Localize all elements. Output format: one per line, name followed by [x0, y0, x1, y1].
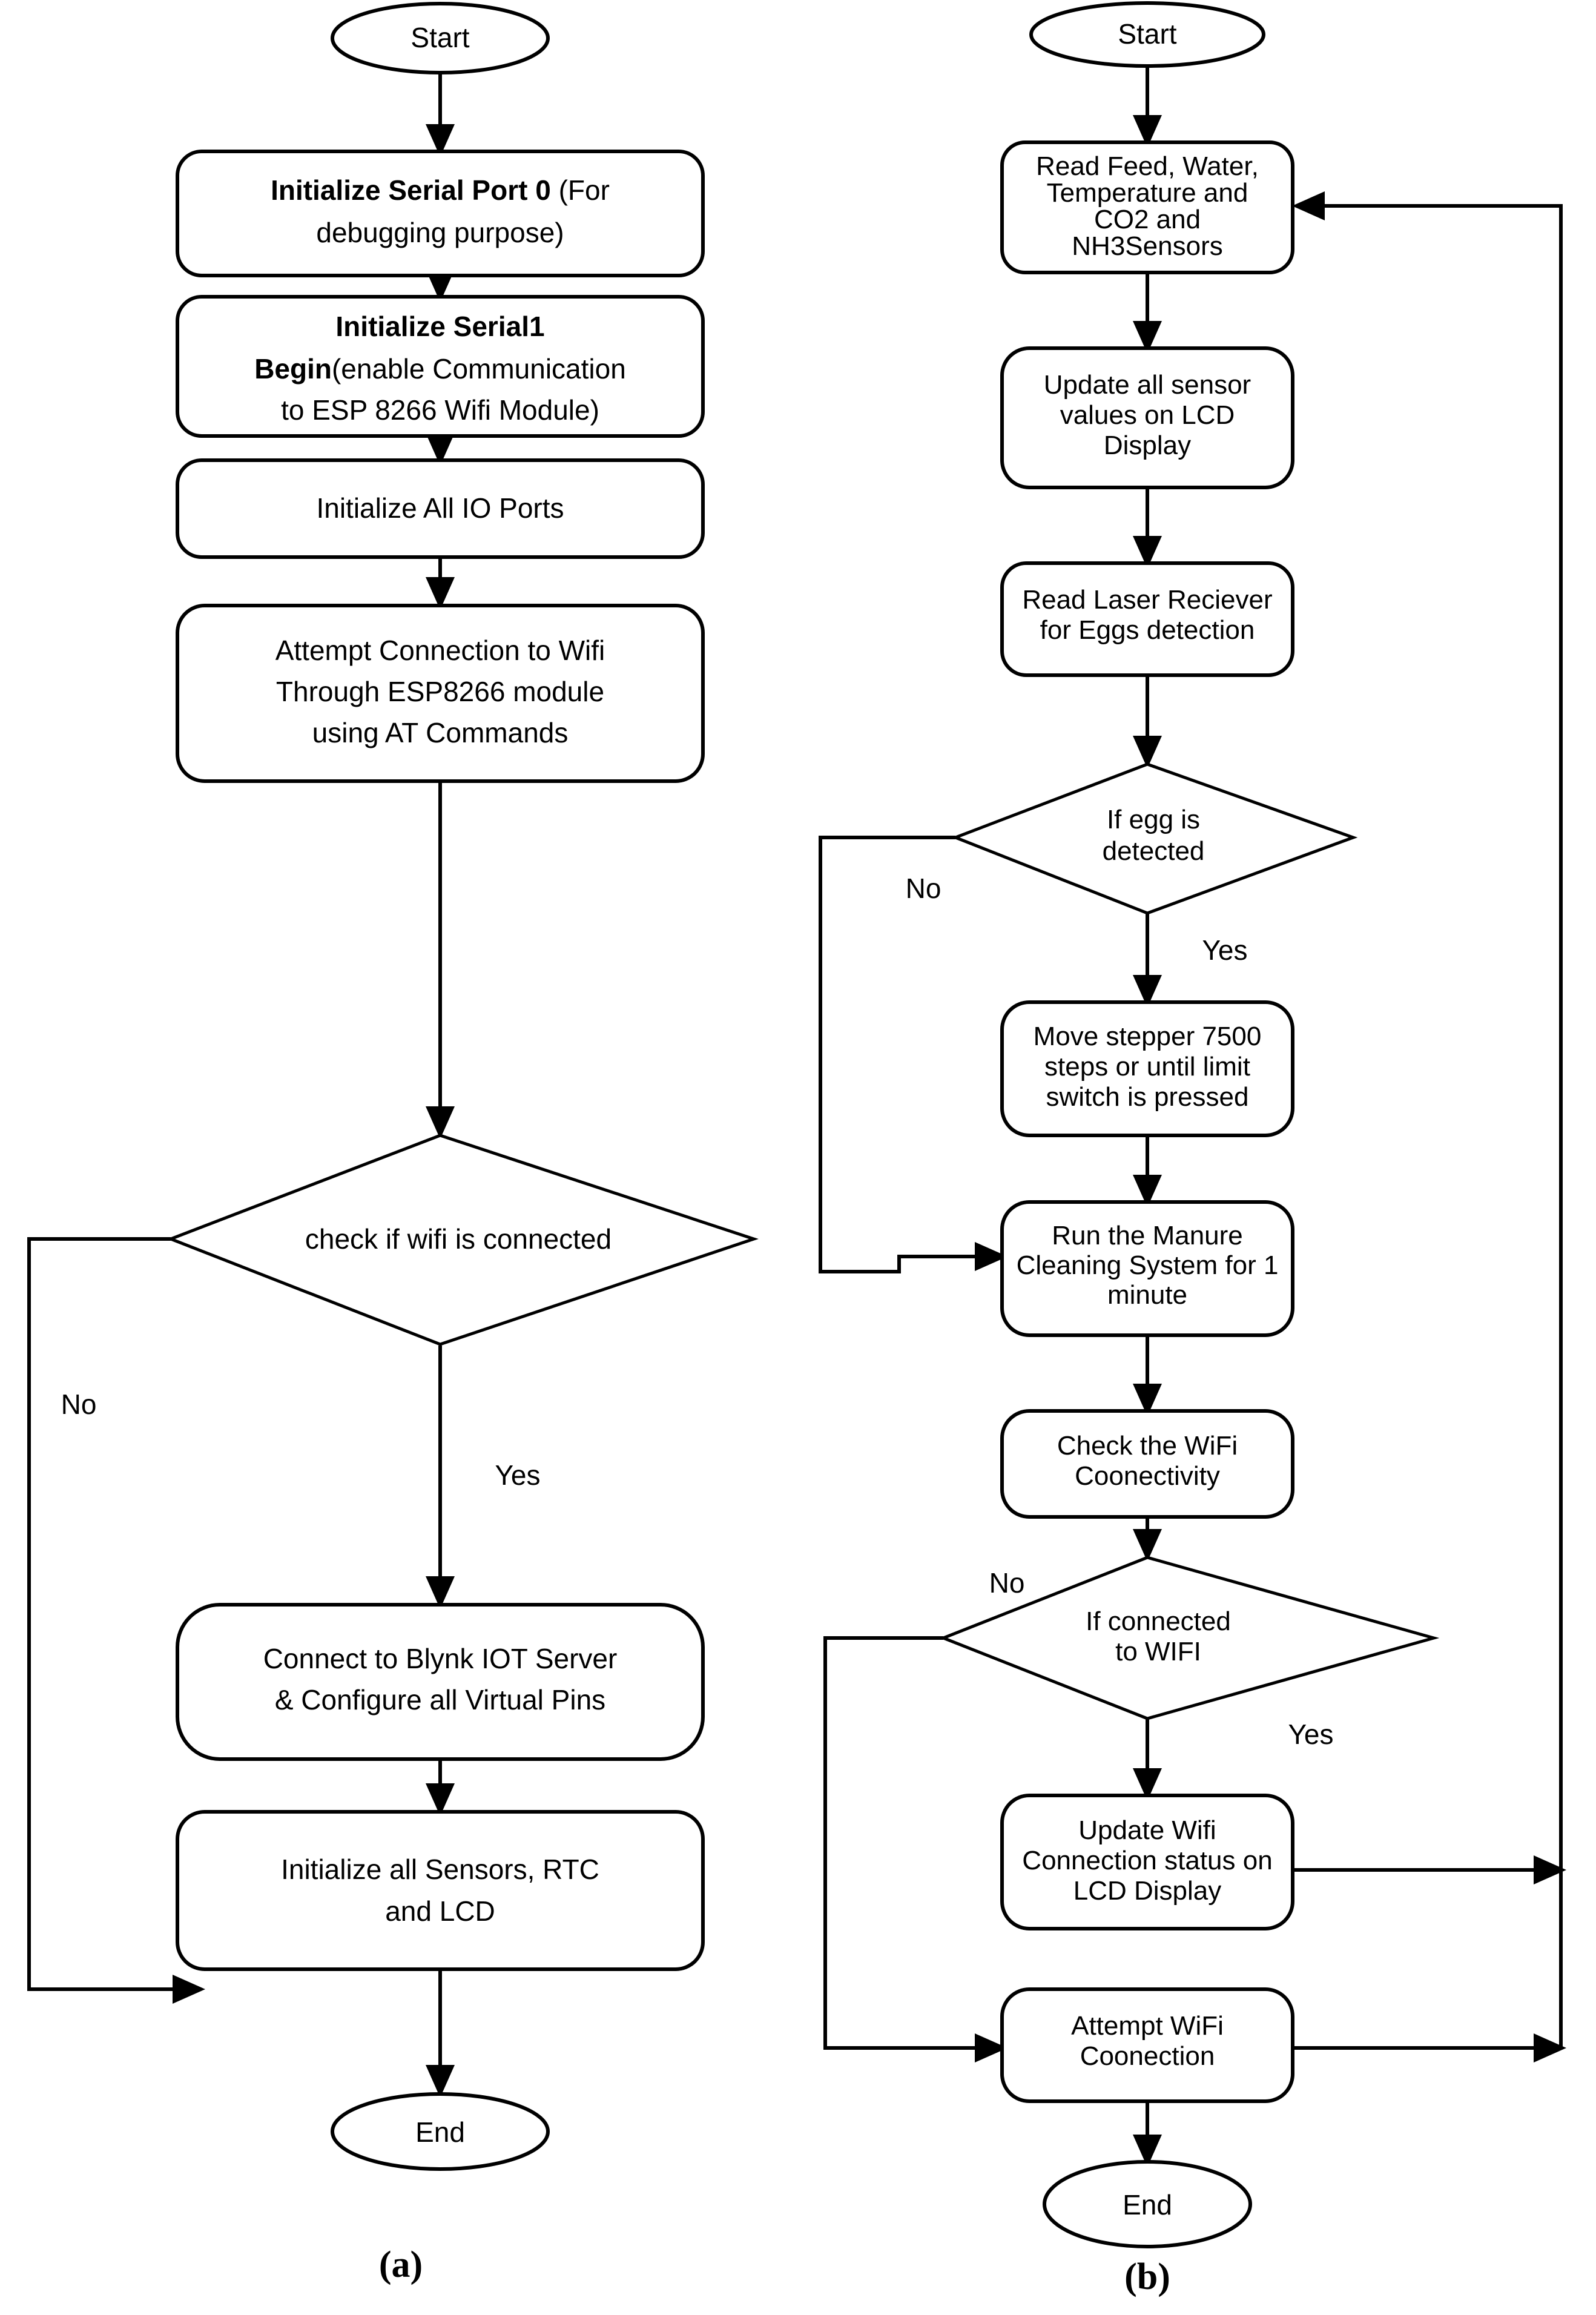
node-init-sensors-shape [176, 1810, 705, 1971]
node-read-laser-shape [1000, 561, 1294, 677]
node-check-wifi-conn-line1: Check the WiFi [1057, 1431, 1238, 1461]
node-init-sensors-line1: Initialize all Sensors, RTC [281, 1854, 599, 1885]
node-end-a-shape [331, 2092, 550, 2171]
node-check-wifi-conn-line2: Coonectivity [1075, 1461, 1220, 1491]
node-run-manure-shape [1000, 1200, 1294, 1337]
node-update-lcd-line2: values on LCD [1060, 400, 1235, 430]
node-run-manure-line3: minute [1107, 1280, 1187, 1310]
node-init-sensors-line2: and LCD [385, 1895, 495, 1927]
node-move-stepper-shape [1000, 1000, 1294, 1137]
node-init-serial1-line3: to ESP 8266 Wifi Module) [281, 394, 599, 426]
edge-bus-return-to-read [1292, 191, 1563, 2048]
node-connect-blynk-shape [176, 1603, 705, 1761]
node-attempt-conn-line1: Attempt Connection to Wifi [275, 635, 605, 666]
node-init-serial0-line2: debugging purpose) [316, 217, 564, 248]
node-attempt-conn-shape [176, 604, 705, 783]
node-check-wifi-label: check if wifi is connected [305, 1223, 612, 1255]
node-if-egg-line1: If egg is [1107, 805, 1200, 834]
node-connect-blynk-line2: & Configure all Virtual Pins [275, 1684, 605, 1716]
node-init-io-label: Initialize All IO Ports [316, 492, 564, 524]
node-init-serial1-line1: Initialize Serial1 [335, 311, 544, 342]
node-read-laser-line2: for Eggs detection [1040, 615, 1255, 645]
node-move-stepper-line1: Move stepper 7500 [1034, 1022, 1262, 1051]
node-update-lcd-line1: Update all sensor [1044, 370, 1251, 400]
node-read-sensors-line4: NH3Sensors [1072, 231, 1222, 261]
node-update-wifi-status-shape [1000, 1794, 1294, 1930]
node-start-a-shape [331, 2, 550, 74]
node-end-b-label: End [1123, 2189, 1172, 2221]
edge-label-no-conn: No [989, 1567, 1025, 1599]
edge-label-no-a: No [61, 1389, 97, 1420]
edge-label-yes-egg: Yes [1202, 934, 1247, 966]
node-if-egg-shape [951, 762, 1358, 915]
edge-conn-no-loop [823, 1636, 1007, 2062]
node-start-a-label: Start [411, 22, 469, 53]
panel-a-caption: (a) [379, 2244, 423, 2285]
node-if-connected-shape [939, 1556, 1440, 1720]
node-check-wifi-conn-shape [1000, 1409, 1294, 1519]
node-attempt-conn-line2: Through ESP8266 module [276, 676, 604, 707]
node-update-wifi-status-line3: LCD Display [1073, 1876, 1222, 1906]
node-run-manure-line2: Cleaning System for 1 [1017, 1250, 1279, 1280]
node-attempt-wifi-line1: Attempt WiFi [1071, 2011, 1224, 2041]
node-read-sensors-shape [1000, 140, 1294, 274]
node-update-lcd-shape [1000, 346, 1294, 489]
node-check-wifi-shape [167, 1134, 759, 1346]
panel-b: Start Read Feed, Water, Temperature and … [819, 1, 1566, 2297]
node-move-stepper-line2: steps or until limit [1044, 1052, 1250, 1082]
panel-a: Start Initialize Serial Port 0 (For debu… [27, 2, 759, 2285]
panel-b-caption: (b) [1124, 2256, 1170, 2297]
node-init-serial1-line2: Begin(enable Communication [254, 353, 626, 385]
node-attempt-conn-line3: using AT Commands [312, 717, 569, 748]
node-init-serial0-line1: Initialize Serial Port 0 (For [271, 174, 610, 206]
node-update-wifi-status-line2: Connection status on [1022, 1846, 1272, 1875]
node-if-connected-line1: If connected [1086, 1607, 1231, 1636]
node-start-b-label: Start [1118, 18, 1176, 50]
node-run-manure-line1: Run the Manure [1052, 1221, 1243, 1250]
edge-label-yes-a: Yes [495, 1459, 540, 1491]
node-if-egg-line2: detected [1103, 836, 1205, 866]
node-move-stepper-line3: switch is pressed [1046, 1082, 1248, 1112]
node-attempt-wifi-line2: Coonection [1080, 2041, 1215, 2071]
node-end-b-shape [1043, 2160, 1252, 2248]
edge-decision-no-loop [27, 1237, 205, 2004]
edge-label-yes-conn: Yes [1288, 1719, 1333, 1750]
edge-egg-no-loop [819, 836, 1007, 1273]
node-update-lcd-line3: Display [1104, 431, 1191, 460]
node-init-serial0-shape [176, 150, 705, 277]
node-read-laser-line1: Read Laser Reciever [1022, 585, 1272, 615]
node-update-wifi-status-line1: Update Wifi [1078, 1815, 1216, 1845]
node-read-sensors-line3: CO2 and [1094, 205, 1201, 234]
node-end-a-label: End [415, 2116, 465, 2148]
edge-label-no-egg: No [906, 873, 941, 904]
node-read-sensors-line1: Read Feed, Water, [1036, 151, 1259, 181]
node-start-b-shape [1029, 1, 1265, 68]
node-read-sensors-line2: Temperature and [1047, 178, 1248, 208]
node-connect-blynk-line1: Connect to Blynk IOT Server [263, 1643, 618, 1674]
node-attempt-wifi-shape [1000, 1987, 1294, 2103]
node-init-io-shape [176, 458, 705, 559]
node-init-serial1-shape [176, 295, 705, 438]
node-if-connected-line2: to WIFI [1115, 1637, 1201, 1666]
